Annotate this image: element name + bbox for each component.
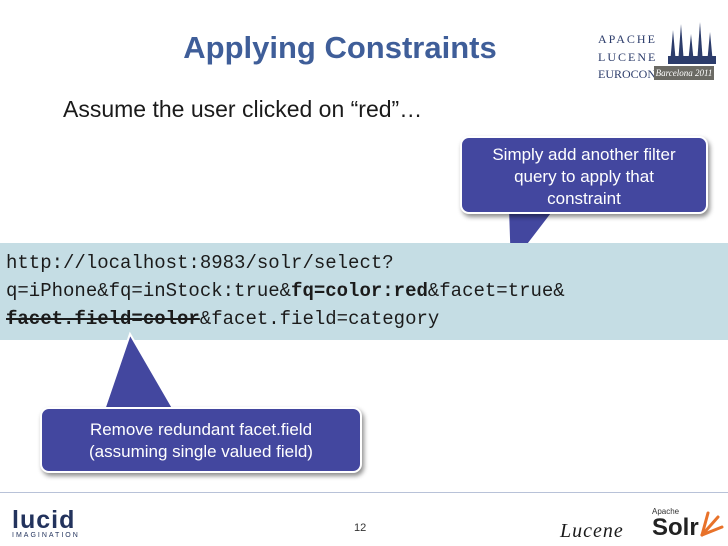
conference-line-eurocon: EUROCON [598, 67, 657, 81]
callout-bottom-tail [102, 331, 176, 411]
url-color-filter: fq=color:red [291, 280, 428, 302]
callout-remove-facet: Remove redundant facet.field (assuming s… [40, 407, 362, 473]
lucene-logo: Lucene [560, 520, 624, 542]
conference-line-lucene: LUCENE [598, 50, 658, 64]
solr-sun-icon [700, 511, 724, 537]
solr-logo-word: Solr [652, 514, 699, 541]
lucid-logo-sub: IMAGINATION [12, 532, 80, 539]
solr-logo-apache: Apache [652, 507, 680, 516]
solr-logo: Apache Solr [652, 507, 724, 541]
slide-subtitle: Assume the user clicked on “red”… [63, 96, 423, 122]
callout-top-line-2: query to apply that [514, 167, 654, 186]
slide-title: Applying Constraints [183, 30, 497, 65]
conference-badge: Barcelona 2011 [654, 66, 714, 80]
url-line-2-end: &facet=true& [427, 280, 565, 302]
cathedral-icon [668, 22, 716, 64]
callout-bottom-line-2: (assuming single valued field) [89, 442, 313, 461]
lucid-imagination-logo: lucid IMAGINATION [12, 506, 80, 540]
callout-top-line-3: constraint [547, 189, 621, 208]
footer-divider [0, 492, 728, 493]
lucid-logo-word: lucid [12, 506, 76, 534]
solr-query-url: http://localhost:8983/solr/select? q=iPh… [6, 249, 724, 333]
url-band [0, 243, 728, 340]
conference-line-apache: APACHE [598, 32, 657, 46]
callout-bottom-line-1: Remove redundant facet.field [89, 420, 313, 439]
callout-top-line-1: Simply add another filter [492, 145, 676, 164]
url-line-3-end: &facet.field=category [199, 308, 440, 330]
callout-add-filter: Simply add another filter query to apply… [460, 136, 708, 214]
url-removed-facet-field: facet.field=color [6, 308, 200, 330]
url-line-1: http://localhost:8983/solr/select? [6, 252, 394, 274]
url-line-2-start: q=iPhone&fq=inStock:true& [6, 280, 292, 302]
conference-logo: APACHE LUCENE EUROCON Barcelona 2011 [594, 20, 722, 82]
page-number: 12 [354, 522, 367, 534]
